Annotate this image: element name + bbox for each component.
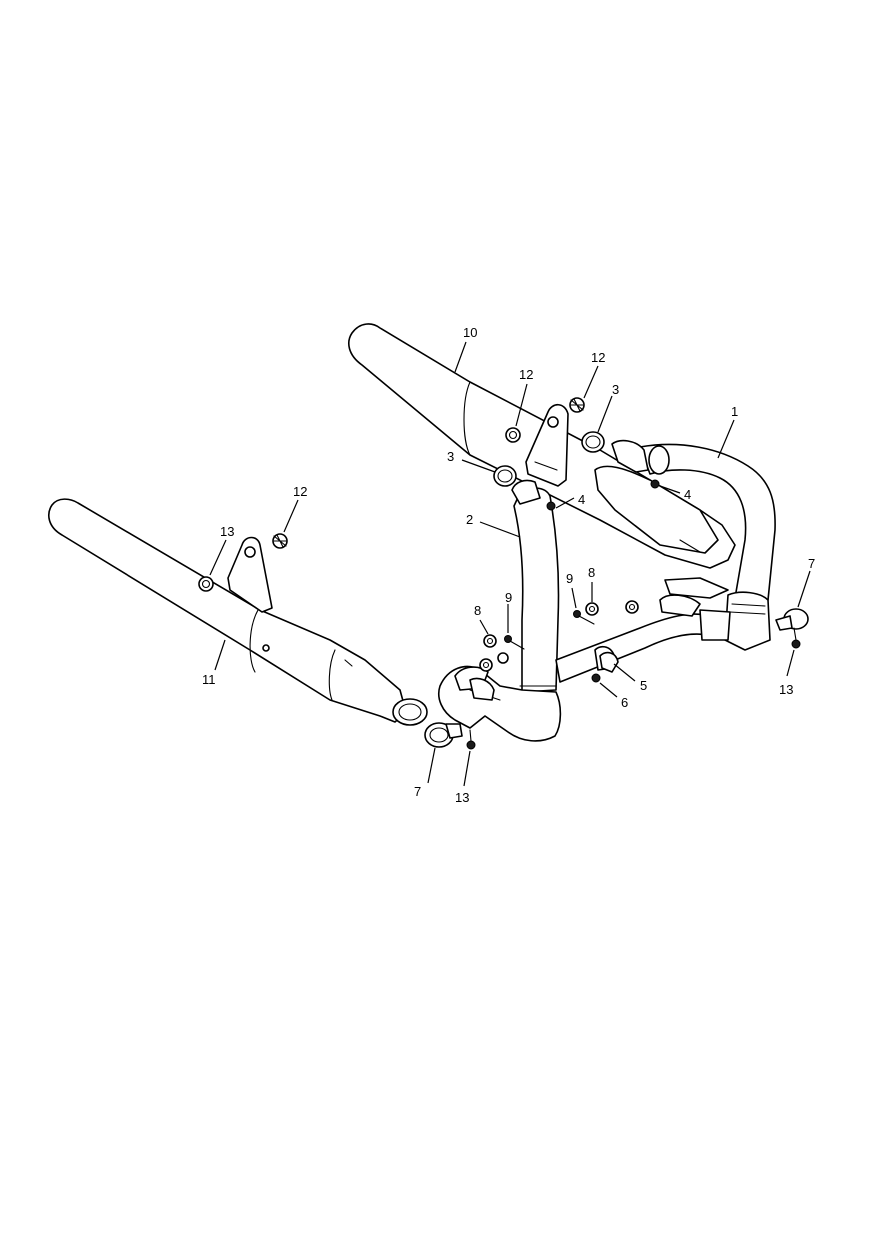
bolt-13-left	[466, 729, 476, 750]
header-pipe-2	[511, 479, 560, 693]
callout-13-left: 13	[455, 790, 469, 805]
callout-12-left-upper: 12	[293, 484, 307, 499]
nut-6	[591, 673, 601, 683]
rubber-8-left-c	[497, 652, 509, 664]
bolt-9-right	[573, 610, 595, 625]
callout-4-upper: 4	[684, 487, 691, 502]
rubber-8-right	[585, 602, 599, 616]
callout-5: 5	[640, 678, 647, 693]
callout-10: 10	[463, 325, 477, 340]
rubber-8-right-b	[625, 600, 639, 614]
callout-7-left: 7	[414, 784, 421, 799]
callout-1: 1	[731, 404, 738, 419]
left-silencer-bracket	[227, 536, 273, 613]
callout-12-upper: 12	[591, 350, 605, 365]
clamp-7-right	[775, 608, 809, 631]
callout-2: 2	[466, 512, 473, 527]
gasket-lower	[493, 465, 517, 487]
callout-labels: 1 2 3 3 4 4 5 6 7 7 8 8 9 9 10 11 12 12 …	[202, 325, 815, 805]
callout-3-lower: 3	[447, 449, 454, 464]
bolt-9-left	[504, 635, 525, 650]
callout-3-upper: 3	[612, 382, 619, 397]
callout-13-right: 13	[779, 682, 793, 697]
nut-4-upper	[650, 479, 660, 489]
bolt-13-right	[791, 627, 801, 649]
rubber-mount-left	[198, 576, 214, 592]
callout-9-right: 9	[566, 571, 573, 586]
callout-7-right: 7	[808, 556, 815, 571]
leader-lines	[209, 341, 811, 787]
right-silencer-bracket	[525, 403, 569, 487]
nut-4-lower	[546, 501, 556, 511]
crossover-pipe	[555, 577, 731, 683]
clamp-7-left	[424, 722, 463, 748]
callout-6: 6	[621, 695, 628, 710]
callout-9-left: 9	[505, 590, 512, 605]
collector-elbow	[438, 665, 562, 742]
rubber-mount-mid	[505, 427, 521, 443]
callout-12-mid: 12	[519, 367, 533, 382]
callout-11: 11	[202, 672, 216, 687]
rubber-8-left	[483, 634, 497, 648]
left-silencer-outlet	[392, 698, 428, 726]
clamp-5	[599, 651, 619, 673]
callout-12-left: 13	[220, 524, 234, 539]
rubber-mount-upper	[569, 397, 585, 413]
callout-8-left: 8	[474, 603, 481, 618]
rubber-8-left-b	[479, 658, 493, 672]
callout-4-lower: 4	[578, 492, 585, 507]
gasket-lower-inner	[497, 469, 513, 483]
gasket-upper	[581, 431, 605, 453]
callout-8-right: 8	[588, 565, 595, 580]
gasket-upper-inner	[585, 435, 601, 449]
header-pipe-1	[611, 439, 776, 651]
rubber-mount-left-upper	[272, 533, 288, 549]
